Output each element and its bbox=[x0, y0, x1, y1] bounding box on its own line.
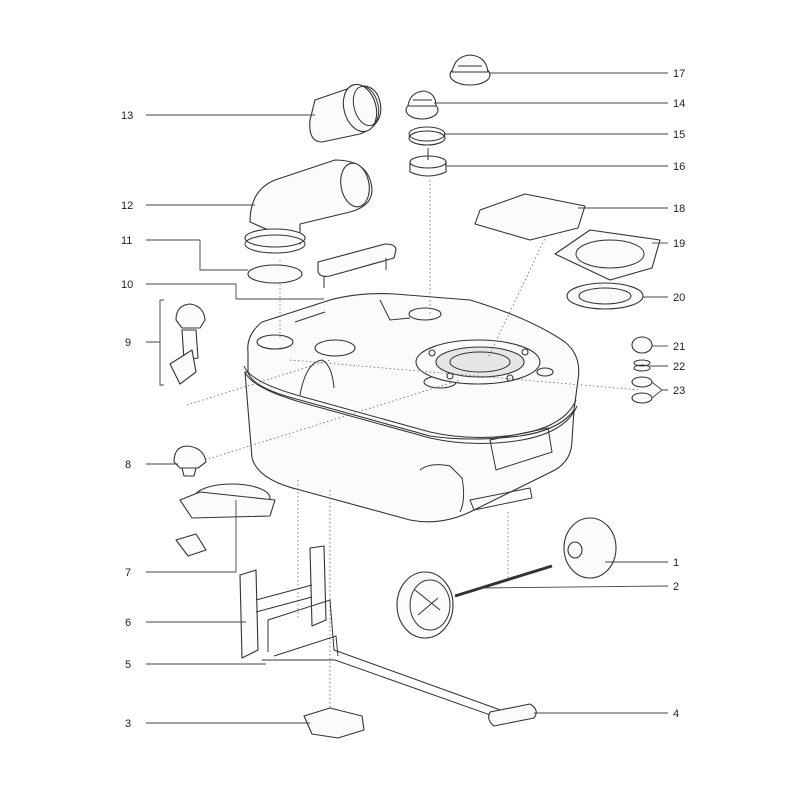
callout-14: 14 bbox=[673, 98, 685, 110]
callout-20: 20 bbox=[673, 292, 685, 304]
callout-13: 13 bbox=[121, 110, 133, 122]
callout-18: 18 bbox=[673, 203, 685, 215]
gasket-part bbox=[566, 282, 644, 310]
callout-16: 16 bbox=[673, 161, 685, 173]
callout-2: 2 bbox=[673, 581, 679, 593]
seal-ring-part bbox=[247, 264, 303, 284]
washer-parts bbox=[631, 376, 653, 404]
frame-bracket-part bbox=[239, 545, 327, 659]
ring-part bbox=[408, 126, 446, 146]
wheel-right-part bbox=[563, 517, 617, 579]
callout-7: 7 bbox=[125, 567, 131, 579]
handle-grip-part bbox=[488, 703, 537, 727]
callout-10: 10 bbox=[121, 279, 133, 291]
callout-3: 3 bbox=[125, 718, 131, 730]
axle-part bbox=[454, 564, 553, 598]
callout-6: 6 bbox=[125, 617, 131, 629]
bracket-foot-part bbox=[303, 707, 365, 739]
cover-plate-part bbox=[474, 193, 586, 241]
callout-5: 5 bbox=[125, 659, 131, 671]
vent-cap-part bbox=[449, 54, 491, 86]
rod-part bbox=[267, 599, 507, 713]
callout-4: 4 bbox=[673, 708, 679, 720]
elbow-pipe-part bbox=[244, 159, 373, 254]
callout-11: 11 bbox=[121, 235, 132, 247]
callout-8: 8 bbox=[125, 459, 131, 471]
callout-1: 1 bbox=[673, 557, 679, 569]
plug-part bbox=[409, 148, 447, 177]
slide-valve-part bbox=[175, 483, 276, 557]
waste-tank bbox=[243, 293, 580, 523]
callout-21: 21 bbox=[673, 341, 685, 353]
callout-numbers: 1 2 3 4 5 6 7 8 9 10 11 12 13 14 15 16 1… bbox=[121, 68, 685, 730]
callout-9: 9 bbox=[125, 337, 131, 349]
wheel-left-part bbox=[396, 571, 454, 639]
callout-22: 22 bbox=[673, 361, 685, 373]
knob-part bbox=[173, 445, 207, 477]
callout-12: 12 bbox=[121, 200, 133, 212]
elbow-cap-part bbox=[309, 83, 382, 143]
callout-19: 19 bbox=[673, 238, 685, 250]
spring-part bbox=[633, 359, 651, 372]
callout-17: 17 bbox=[673, 68, 685, 80]
flange-plate-part bbox=[554, 229, 661, 281]
handle-part bbox=[317, 243, 397, 288]
cap-part bbox=[405, 90, 439, 120]
callout-15: 15 bbox=[673, 129, 685, 141]
callout-23: 23 bbox=[673, 385, 685, 397]
button-part bbox=[631, 336, 653, 354]
valve-assembly-part bbox=[169, 303, 206, 385]
leader-lines bbox=[146, 72, 669, 724]
